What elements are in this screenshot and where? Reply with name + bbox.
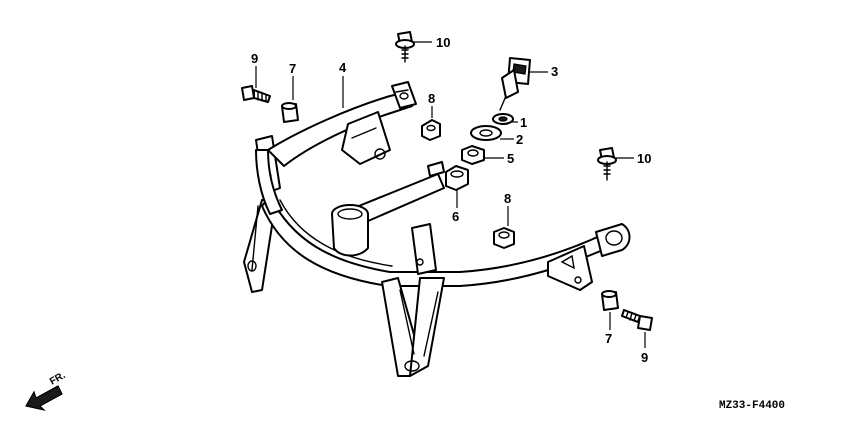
callout-1: 1 bbox=[520, 115, 527, 130]
callout-labels: 10 3 1 2 5 6 8 8 7 7 9 9 10 4 bbox=[251, 35, 651, 365]
collar-7-left bbox=[281, 102, 299, 123]
washer-2 bbox=[470, 125, 502, 141]
front-direction-arrow: FR. bbox=[25, 370, 68, 412]
diagram-code: MZ33-F4400 bbox=[719, 400, 785, 412]
washer-1 bbox=[492, 113, 514, 125]
bolt-9-right bbox=[621, 309, 653, 331]
callout-2: 2 bbox=[516, 132, 523, 147]
leader-lines bbox=[255, 41, 646, 348]
collar-7-right bbox=[601, 290, 619, 311]
bracket-frame bbox=[243, 81, 631, 377]
sensor-3 bbox=[499, 57, 531, 111]
callout-7-left: 7 bbox=[289, 61, 296, 76]
nut-8-upper bbox=[421, 119, 441, 141]
bolt-9-left bbox=[241, 85, 271, 103]
nut-8-lower bbox=[493, 227, 515, 249]
callout-6: 6 bbox=[452, 209, 459, 224]
callout-9-right: 9 bbox=[641, 350, 648, 365]
callout-9-left: 9 bbox=[251, 51, 258, 66]
callout-5: 5 bbox=[507, 151, 514, 166]
collar-nut-6 bbox=[445, 165, 469, 191]
callout-10-right: 10 bbox=[637, 151, 651, 166]
bolt-10-right bbox=[597, 147, 617, 181]
front-direction-label: FR. bbox=[48, 370, 68, 388]
callout-10-top: 10 bbox=[436, 35, 450, 50]
callout-8-upper: 8 bbox=[428, 91, 435, 106]
callout-8-lower: 8 bbox=[504, 191, 511, 206]
callout-3: 3 bbox=[551, 64, 558, 79]
callout-4: 4 bbox=[339, 60, 347, 75]
nut-5 bbox=[461, 145, 485, 165]
bolt-10-top bbox=[395, 31, 415, 63]
callout-7-right: 7 bbox=[605, 331, 612, 346]
